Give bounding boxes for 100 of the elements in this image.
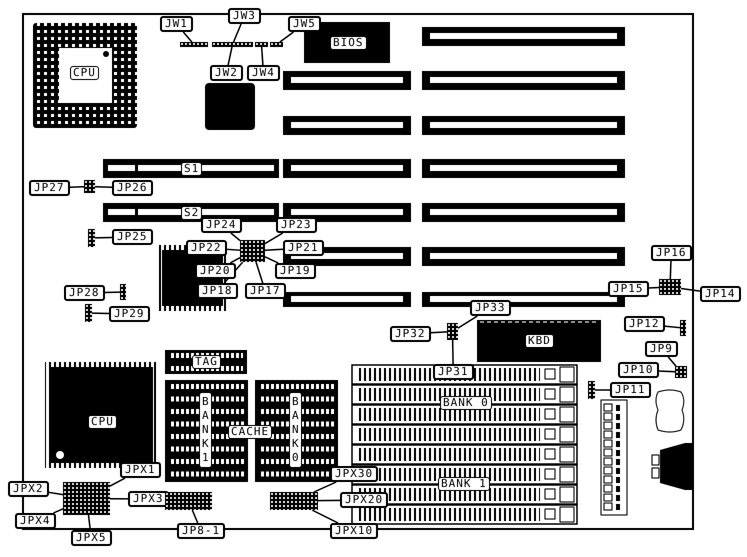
leader-line [312, 509, 338, 524]
callout-label: JP20 [195, 263, 236, 279]
callout-label: JP25 [112, 229, 152, 245]
callout-label: JP10 [618, 362, 658, 378]
leader-line [264, 232, 284, 244]
callout-label: JPX3 [128, 491, 168, 507]
leader-line [680, 288, 700, 292]
jumper-block [85, 304, 92, 322]
chip-label: BIOS [330, 36, 366, 50]
jumper-block [63, 482, 110, 515]
callout-label: JP17 [245, 283, 286, 299]
leader-line [192, 510, 198, 524]
callout-label: JPX30 [330, 466, 378, 482]
leader-line [318, 500, 340, 502]
callout-label: JP24 [201, 217, 242, 233]
chip-label: S2 [181, 206, 202, 220]
leader-line [279, 31, 294, 43]
chip-label: CPU [70, 66, 99, 80]
jumper-block [165, 492, 212, 510]
leader-line [264, 248, 284, 251]
chip-label: TAG [192, 355, 221, 369]
leader-line [314, 481, 337, 493]
chip-label: BANK 1 [199, 392, 212, 468]
leader-line [69, 186, 84, 188]
leader-line [670, 260, 672, 280]
leader-line [48, 492, 64, 496]
callout-label: JW4 [247, 65, 280, 81]
callout-label: JPX5 [71, 530, 112, 546]
leader-line [182, 32, 192, 42]
leader-line [110, 498, 128, 500]
callout-label: JP19 [275, 263, 316, 279]
jumper-block [659, 279, 681, 295]
callout-label: JP16 [651, 245, 692, 261]
callout-label: JP29 [109, 306, 150, 322]
leader-line [230, 232, 240, 242]
chip-label: BANK 0 [289, 392, 302, 468]
callout-label: JP11 [610, 382, 650, 398]
chip-label: KBD [525, 334, 554, 348]
leader-line [232, 24, 242, 42]
leader-line [668, 356, 676, 366]
callout-label: JW2 [210, 65, 243, 81]
leader-line [230, 257, 240, 264]
callout-label: JPX4 [15, 513, 56, 529]
leader-line [658, 370, 676, 372]
callout-label: JW1 [160, 16, 193, 32]
callout-label: JP12 [624, 316, 664, 332]
jumper-block [84, 180, 95, 193]
callout-label: JPX2 [8, 481, 48, 497]
callout-label: JP33 [470, 300, 510, 316]
callout-label: JP26 [112, 180, 152, 196]
leader-line [648, 286, 660, 289]
chip-label: S1 [181, 162, 202, 176]
chip-label: BANK 0 [440, 396, 492, 410]
jumper-block [88, 229, 95, 247]
jumper-block [588, 381, 595, 399]
leader-line [110, 477, 126, 487]
leader-line [226, 248, 240, 251]
jumper-block [212, 42, 253, 47]
callout-label: JP9 [645, 341, 678, 357]
callout-label: JP18 [197, 283, 238, 299]
jumper-block [270, 492, 318, 510]
chip-label: CPU [88, 415, 117, 429]
callout-label: JW5 [288, 16, 321, 32]
leader-line [255, 262, 264, 284]
callout-label: JP21 [283, 240, 324, 256]
leader-line [53, 508, 64, 514]
callout-label: JP32 [390, 326, 430, 342]
chip-label: BANK 1 [438, 477, 490, 491]
callout-label: JP22 [186, 240, 226, 256]
jumper-block [240, 240, 265, 262]
leader-line [664, 325, 680, 328]
callout-label: JW3 [228, 8, 261, 24]
leader-line [260, 46, 264, 66]
callout-label: JP14 [700, 286, 740, 302]
leader-line [452, 340, 454, 364]
callout-label: JP28 [64, 285, 104, 301]
leader-line [458, 315, 478, 329]
leader-line [595, 389, 610, 391]
jumper-block [120, 284, 126, 300]
leader-line [264, 256, 278, 264]
callout-label: JP15 [608, 281, 648, 297]
leader-line [94, 186, 112, 188]
jumper-block [447, 323, 458, 340]
callout-label: JP27 [29, 180, 70, 196]
leader-line [92, 312, 110, 314]
callout-label: JPX20 [340, 492, 388, 508]
leader-line [430, 331, 448, 334]
leader-line [94, 236, 112, 239]
chip-label: CACHE [228, 425, 272, 439]
leader-line [104, 291, 120, 294]
callout-label: JPX1 [120, 462, 160, 478]
jumper-block [270, 42, 283, 47]
jumper-block [680, 320, 686, 336]
callout-label: JPX10 [330, 523, 378, 539]
leader-line [88, 514, 92, 530]
jumper-block [180, 42, 208, 47]
jumper-block [255, 42, 268, 47]
jumper-block [675, 366, 687, 378]
leader-line [227, 46, 233, 66]
callout-label: JP8-1 [177, 523, 226, 539]
